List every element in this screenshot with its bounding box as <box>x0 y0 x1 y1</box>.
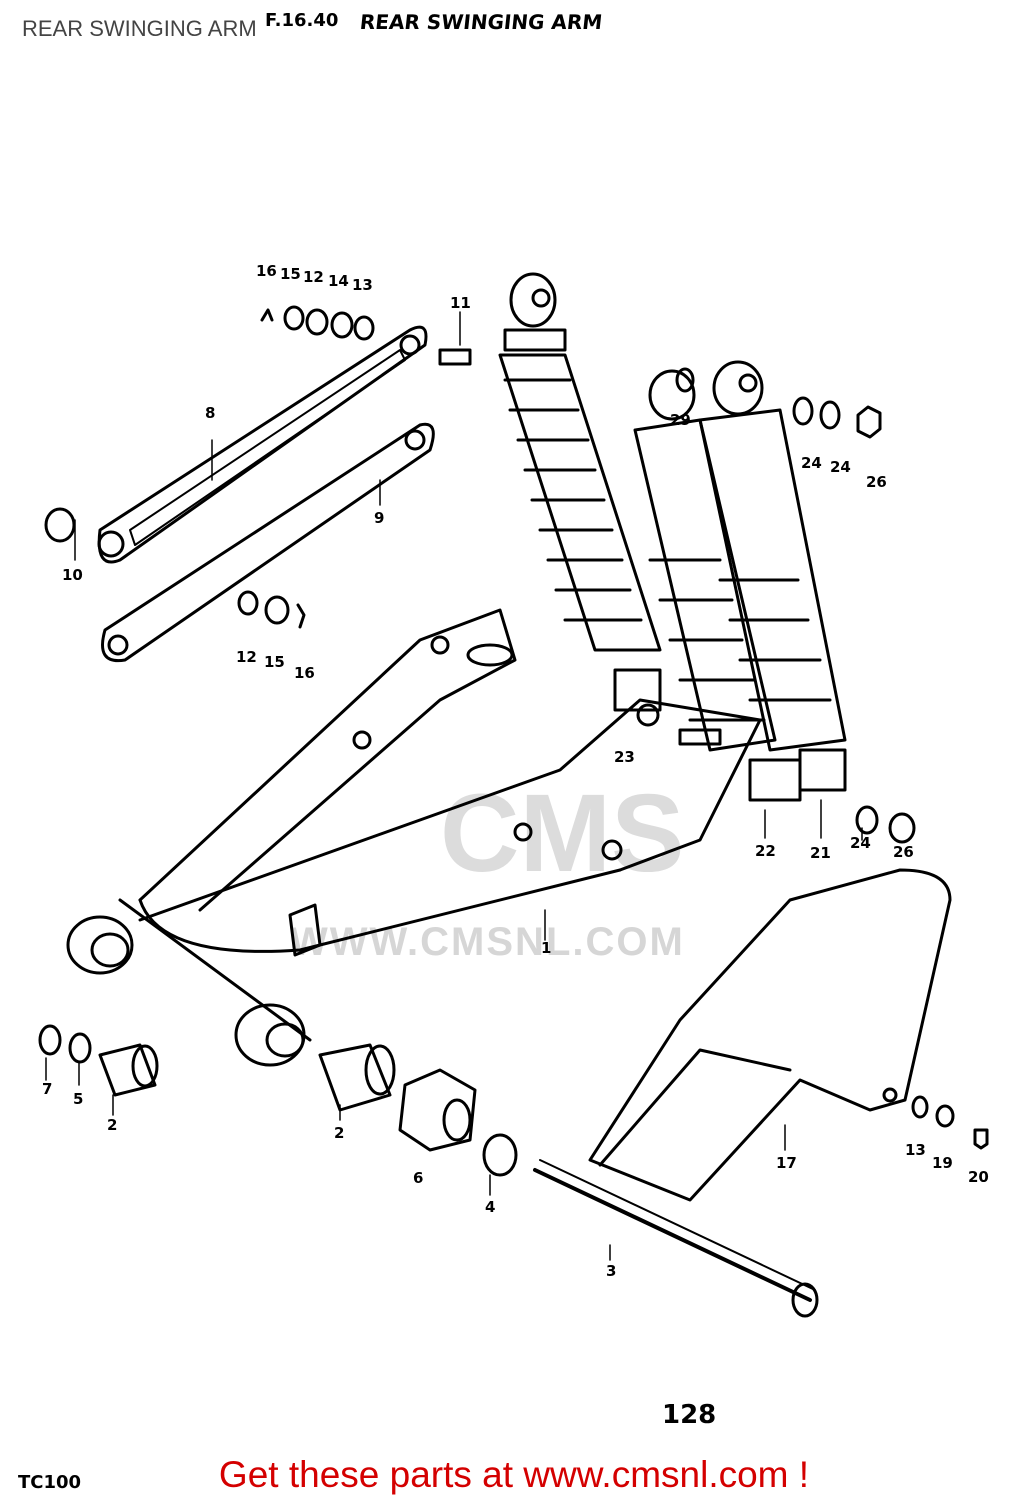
callout-13: 13 <box>352 276 373 294</box>
figure-number: F.16.40 <box>265 10 339 31</box>
watermark-logo: CMS <box>440 772 685 895</box>
callout-22: 22 <box>755 842 776 860</box>
callout-16: 16 <box>256 262 277 280</box>
callout-4: 4 <box>485 1198 495 1216</box>
callout-3: 3 <box>606 1262 616 1280</box>
callout-14: 14 <box>328 272 349 290</box>
shock-absorber-right <box>633 360 847 802</box>
callout-20: 20 <box>968 1168 989 1186</box>
callout-15: 15 <box>264 653 285 671</box>
callout-17: 17 <box>776 1154 797 1172</box>
callout-1: 1 <box>541 939 551 957</box>
hardware-group-top <box>44 305 472 629</box>
callout-23: 23 <box>614 748 635 766</box>
callout-21: 21 <box>810 844 831 862</box>
torque-link-9 <box>101 422 435 663</box>
callout-24: 24 <box>801 454 822 472</box>
callout-15: 15 <box>280 265 301 283</box>
callout-19: 19 <box>932 1154 953 1172</box>
callout-10: 10 <box>62 566 83 584</box>
chain-case <box>588 868 952 1202</box>
callout-13: 13 <box>905 1141 926 1159</box>
callout-16: 16 <box>294 664 315 682</box>
callout-8: 8 <box>205 404 215 422</box>
callout-7: 7 <box>42 1080 52 1098</box>
callout-11: 11 <box>450 294 471 312</box>
callout-12: 12 <box>236 648 257 666</box>
swing-arm <box>66 608 762 1067</box>
torque-link-8 <box>97 325 428 564</box>
watermark-url: WWW.CMSNL.COM <box>290 920 685 964</box>
callout-24: 24 <box>850 834 871 852</box>
callout-26: 26 <box>866 473 887 491</box>
callout-29: 29 <box>670 411 691 429</box>
callout-5: 5 <box>73 1090 83 1108</box>
cmsnl-promo-link[interactable]: Get these parts at www.cmsnl.com ! <box>218 1454 810 1495</box>
callout-labels: 16 15 12 14 13 11 8 9 10 12 15 16 29 24 … <box>42 262 989 1280</box>
leader-lines <box>45 311 863 1261</box>
page-label: REAR SWINGING ARM <box>22 16 257 41</box>
hardware-group-right <box>675 367 916 844</box>
model-code: TC100 <box>18 1472 82 1493</box>
callout-26: 26 <box>893 843 914 861</box>
callout-6: 6 <box>413 1169 423 1187</box>
callout-9: 9 <box>374 509 384 527</box>
shock-absorber-left <box>498 272 662 727</box>
callout-2: 2 <box>107 1116 117 1134</box>
callout-24: 24 <box>830 458 851 476</box>
bushings-and-axle <box>38 1024 989 1318</box>
callout-2: 2 <box>334 1124 344 1142</box>
callout-12: 12 <box>303 268 324 286</box>
page-number: 128 <box>662 1400 717 1430</box>
